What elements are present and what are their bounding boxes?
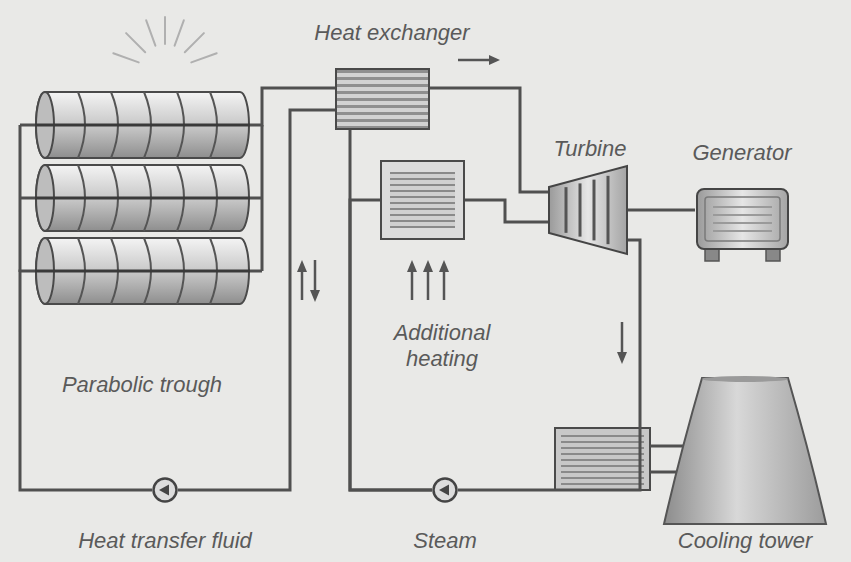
pipe-connector	[465, 200, 548, 222]
trough-body	[36, 165, 249, 231]
node-label: Turbine	[554, 136, 627, 162]
sun-rays-part	[146, 20, 155, 45]
node-label: Heat transfer fluid	[78, 528, 252, 554]
pump-impeller	[439, 485, 449, 496]
turbine: Turbine	[548, 165, 628, 255]
turbine-blade	[579, 183, 582, 236]
node-label: Generator	[692, 140, 791, 166]
pump-impeller	[159, 485, 169, 496]
label-holder: Additional heating	[357, 320, 527, 373]
sun-rays-part	[126, 33, 145, 52]
flow-arrows-part	[427, 270, 430, 300]
tower-rim	[702, 376, 788, 382]
label-holder: Turbine	[554, 136, 627, 162]
flow-arrows-part	[301, 270, 304, 300]
fluid-pump: Heat transfer fluid	[152, 477, 178, 503]
label-holder: Parabolic trough	[57, 372, 227, 398]
flow-arrows	[297, 55, 627, 364]
label-holder: Heat transfer fluid	[78, 528, 252, 554]
flow-arrows-part	[489, 55, 500, 65]
label-holder: Heat exchanger	[314, 20, 469, 46]
trough-shape	[35, 92, 250, 305]
parabolic-trough: Parabolic trough	[35, 92, 250, 305]
absorber-tube	[35, 197, 250, 200]
heat-exchanger: Heat exchanger	[335, 68, 430, 130]
node-label: Heat exchanger	[314, 20, 469, 46]
absorber-tube	[35, 270, 250, 273]
node-label: Cooling tower	[678, 528, 813, 554]
condenser	[555, 428, 650, 490]
tower-shape	[660, 376, 830, 526]
turbine-blade	[565, 187, 568, 233]
sun-rays-part	[175, 20, 184, 45]
generator-vents	[713, 207, 772, 231]
absorber-tube	[35, 124, 250, 127]
flow-arrows-part	[407, 260, 417, 272]
flow-arrows-part	[297, 260, 307, 272]
generator: Generator	[695, 185, 790, 263]
turbine-casing	[549, 166, 627, 254]
sun-rays-part	[164, 17, 166, 44]
label-holder: Generator	[692, 140, 791, 166]
flow-arrows-part	[411, 270, 414, 300]
pump-casing	[434, 479, 457, 502]
generator-panel	[705, 197, 780, 241]
trough-headers-part	[20, 125, 36, 272]
sun-rays-part	[113, 53, 138, 62]
flow-arrows-part	[439, 260, 449, 272]
additional-heater: Additional heating	[380, 160, 465, 240]
condenser-part	[561, 436, 644, 484]
generator-shape	[695, 185, 790, 263]
flow-arrows-part	[314, 260, 317, 290]
turbine-blade	[593, 180, 596, 241]
flow-arrows-part	[617, 352, 627, 364]
steam-pump: Steam	[432, 477, 458, 503]
cooling-tower: Cooling tower	[660, 376, 830, 526]
pump-symbol	[432, 477, 458, 503]
trough-headers-part	[249, 125, 262, 271]
node-label: Steam	[413, 528, 477, 554]
pump-symbol	[152, 477, 178, 503]
tower-shell	[664, 378, 826, 524]
sun-rays-part	[191, 53, 216, 62]
turbine-shape	[548, 165, 628, 255]
label-holder: Steam	[413, 528, 477, 554]
pipe-connector	[458, 240, 640, 490]
condenser-part	[555, 428, 650, 490]
label-holder: Cooling tower	[678, 528, 813, 554]
node-label: Parabolic trough	[57, 372, 227, 398]
flow-arrows-part	[423, 260, 433, 272]
turbine-blade	[607, 176, 610, 244]
flow-arrows-part	[310, 290, 320, 302]
node-label: Additional heating	[357, 320, 527, 373]
pump-casing	[154, 479, 177, 502]
pipe-connector	[250, 88, 335, 125]
generator-body	[697, 189, 788, 249]
flow-arrows-part	[458, 59, 490, 62]
flow-arrows-part	[621, 322, 624, 352]
trough-body	[36, 92, 249, 158]
sun-rays-part	[185, 33, 204, 52]
flow-arrows-part	[443, 270, 446, 300]
sun-rays	[113, 17, 216, 62]
trough-body	[36, 238, 249, 304]
pipe-connector	[628, 209, 695, 212]
